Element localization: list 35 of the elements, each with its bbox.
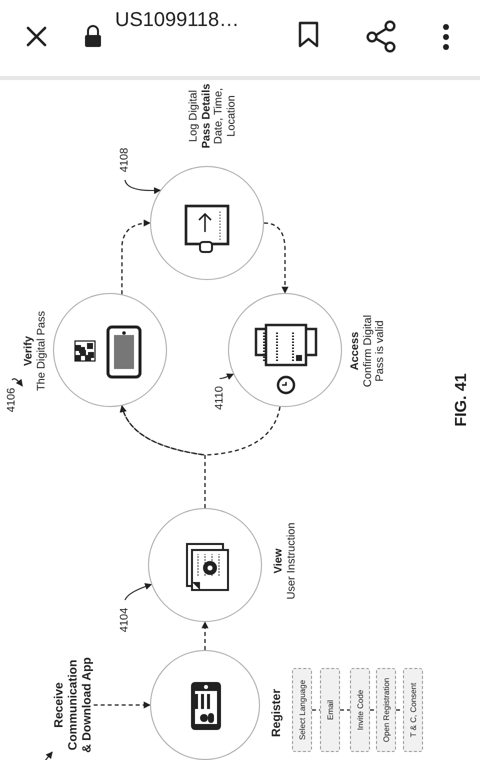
arrow: [202, 621, 208, 650]
page-title: US1099118…: [115, 9, 240, 32]
arrow: [264, 222, 288, 294]
dashed-connector: [396, 709, 403, 711]
form-field-box: T & C, Consent: [403, 668, 423, 752]
step-description: Confirm Digital Pass is valid: [362, 314, 387, 390]
arrow: [121, 220, 151, 294]
reference-number: 4110: [214, 378, 226, 418]
step-title: Verify: [22, 335, 35, 368]
figure-label: FIG. 41: [452, 373, 471, 427]
step-description: User Instruction: [285, 521, 298, 602]
leader-line: [220, 373, 234, 380]
step-label: Receive Communication & Download App: [52, 655, 94, 755]
arrow: [44, 751, 53, 760]
step-title: View: [272, 548, 285, 576]
dashed-connector: [340, 709, 350, 711]
arrow: [94, 702, 151, 708]
step-description: The Digital Pass: [35, 310, 48, 394]
form-field-box: Open Registration: [376, 668, 396, 752]
dashed-connector: [370, 709, 376, 711]
step-title: Log Digital Pass Details: [188, 82, 213, 150]
dashed-connector: [312, 709, 320, 711]
leader-line: [124, 583, 152, 600]
form-field-box: Select Language: [292, 668, 312, 752]
step-title: Access: [349, 330, 362, 372]
reference-number: 4106: [6, 380, 18, 420]
step-description: Date, Time, Location: [213, 86, 238, 146]
step-title: Register: [270, 688, 284, 740]
form-field-box: Email: [320, 668, 340, 752]
form-field-box: Invite Code: [350, 668, 370, 752]
arrow: [120, 405, 281, 456]
leader-line: [124, 180, 161, 194]
reference-number: 4108: [118, 140, 132, 180]
reference-number: 4104: [118, 600, 132, 640]
leader-line: [12, 378, 23, 387]
